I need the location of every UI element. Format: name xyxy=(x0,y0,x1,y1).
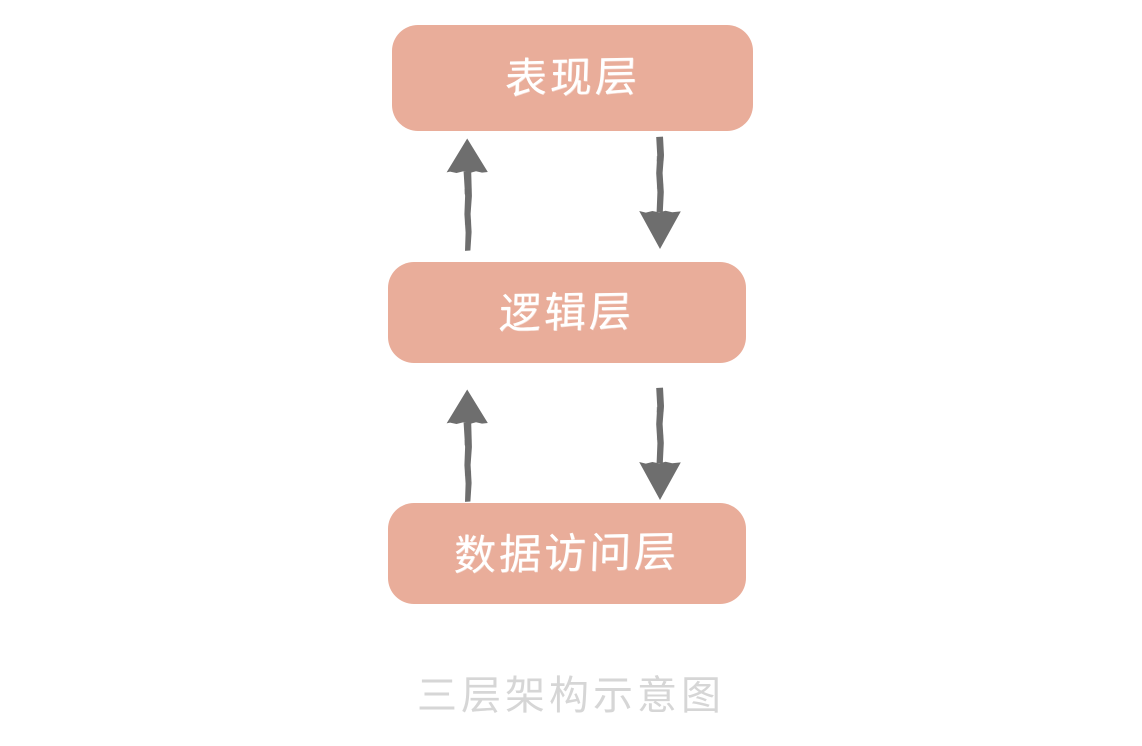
layer-label-logic: 逻辑层 xyxy=(498,286,636,338)
arrow-up-logic-icon xyxy=(435,385,499,505)
layer-box-data-access[interactable]: 数据访问层 xyxy=(388,503,746,604)
layer-label-data-access: 数据访问层 xyxy=(453,526,681,580)
layer-box-presentation[interactable]: 表现层 xyxy=(392,25,753,131)
diagram-caption: 三层架构示意图 xyxy=(417,673,725,719)
layer-label-presentation: 表现层 xyxy=(504,51,641,104)
arrow-down-logic-icon xyxy=(628,385,692,505)
arrow-down-presentation-icon xyxy=(628,134,692,254)
arrow-up-presentation-icon xyxy=(435,134,499,254)
layer-box-logic[interactable]: 逻辑层 xyxy=(388,262,746,363)
